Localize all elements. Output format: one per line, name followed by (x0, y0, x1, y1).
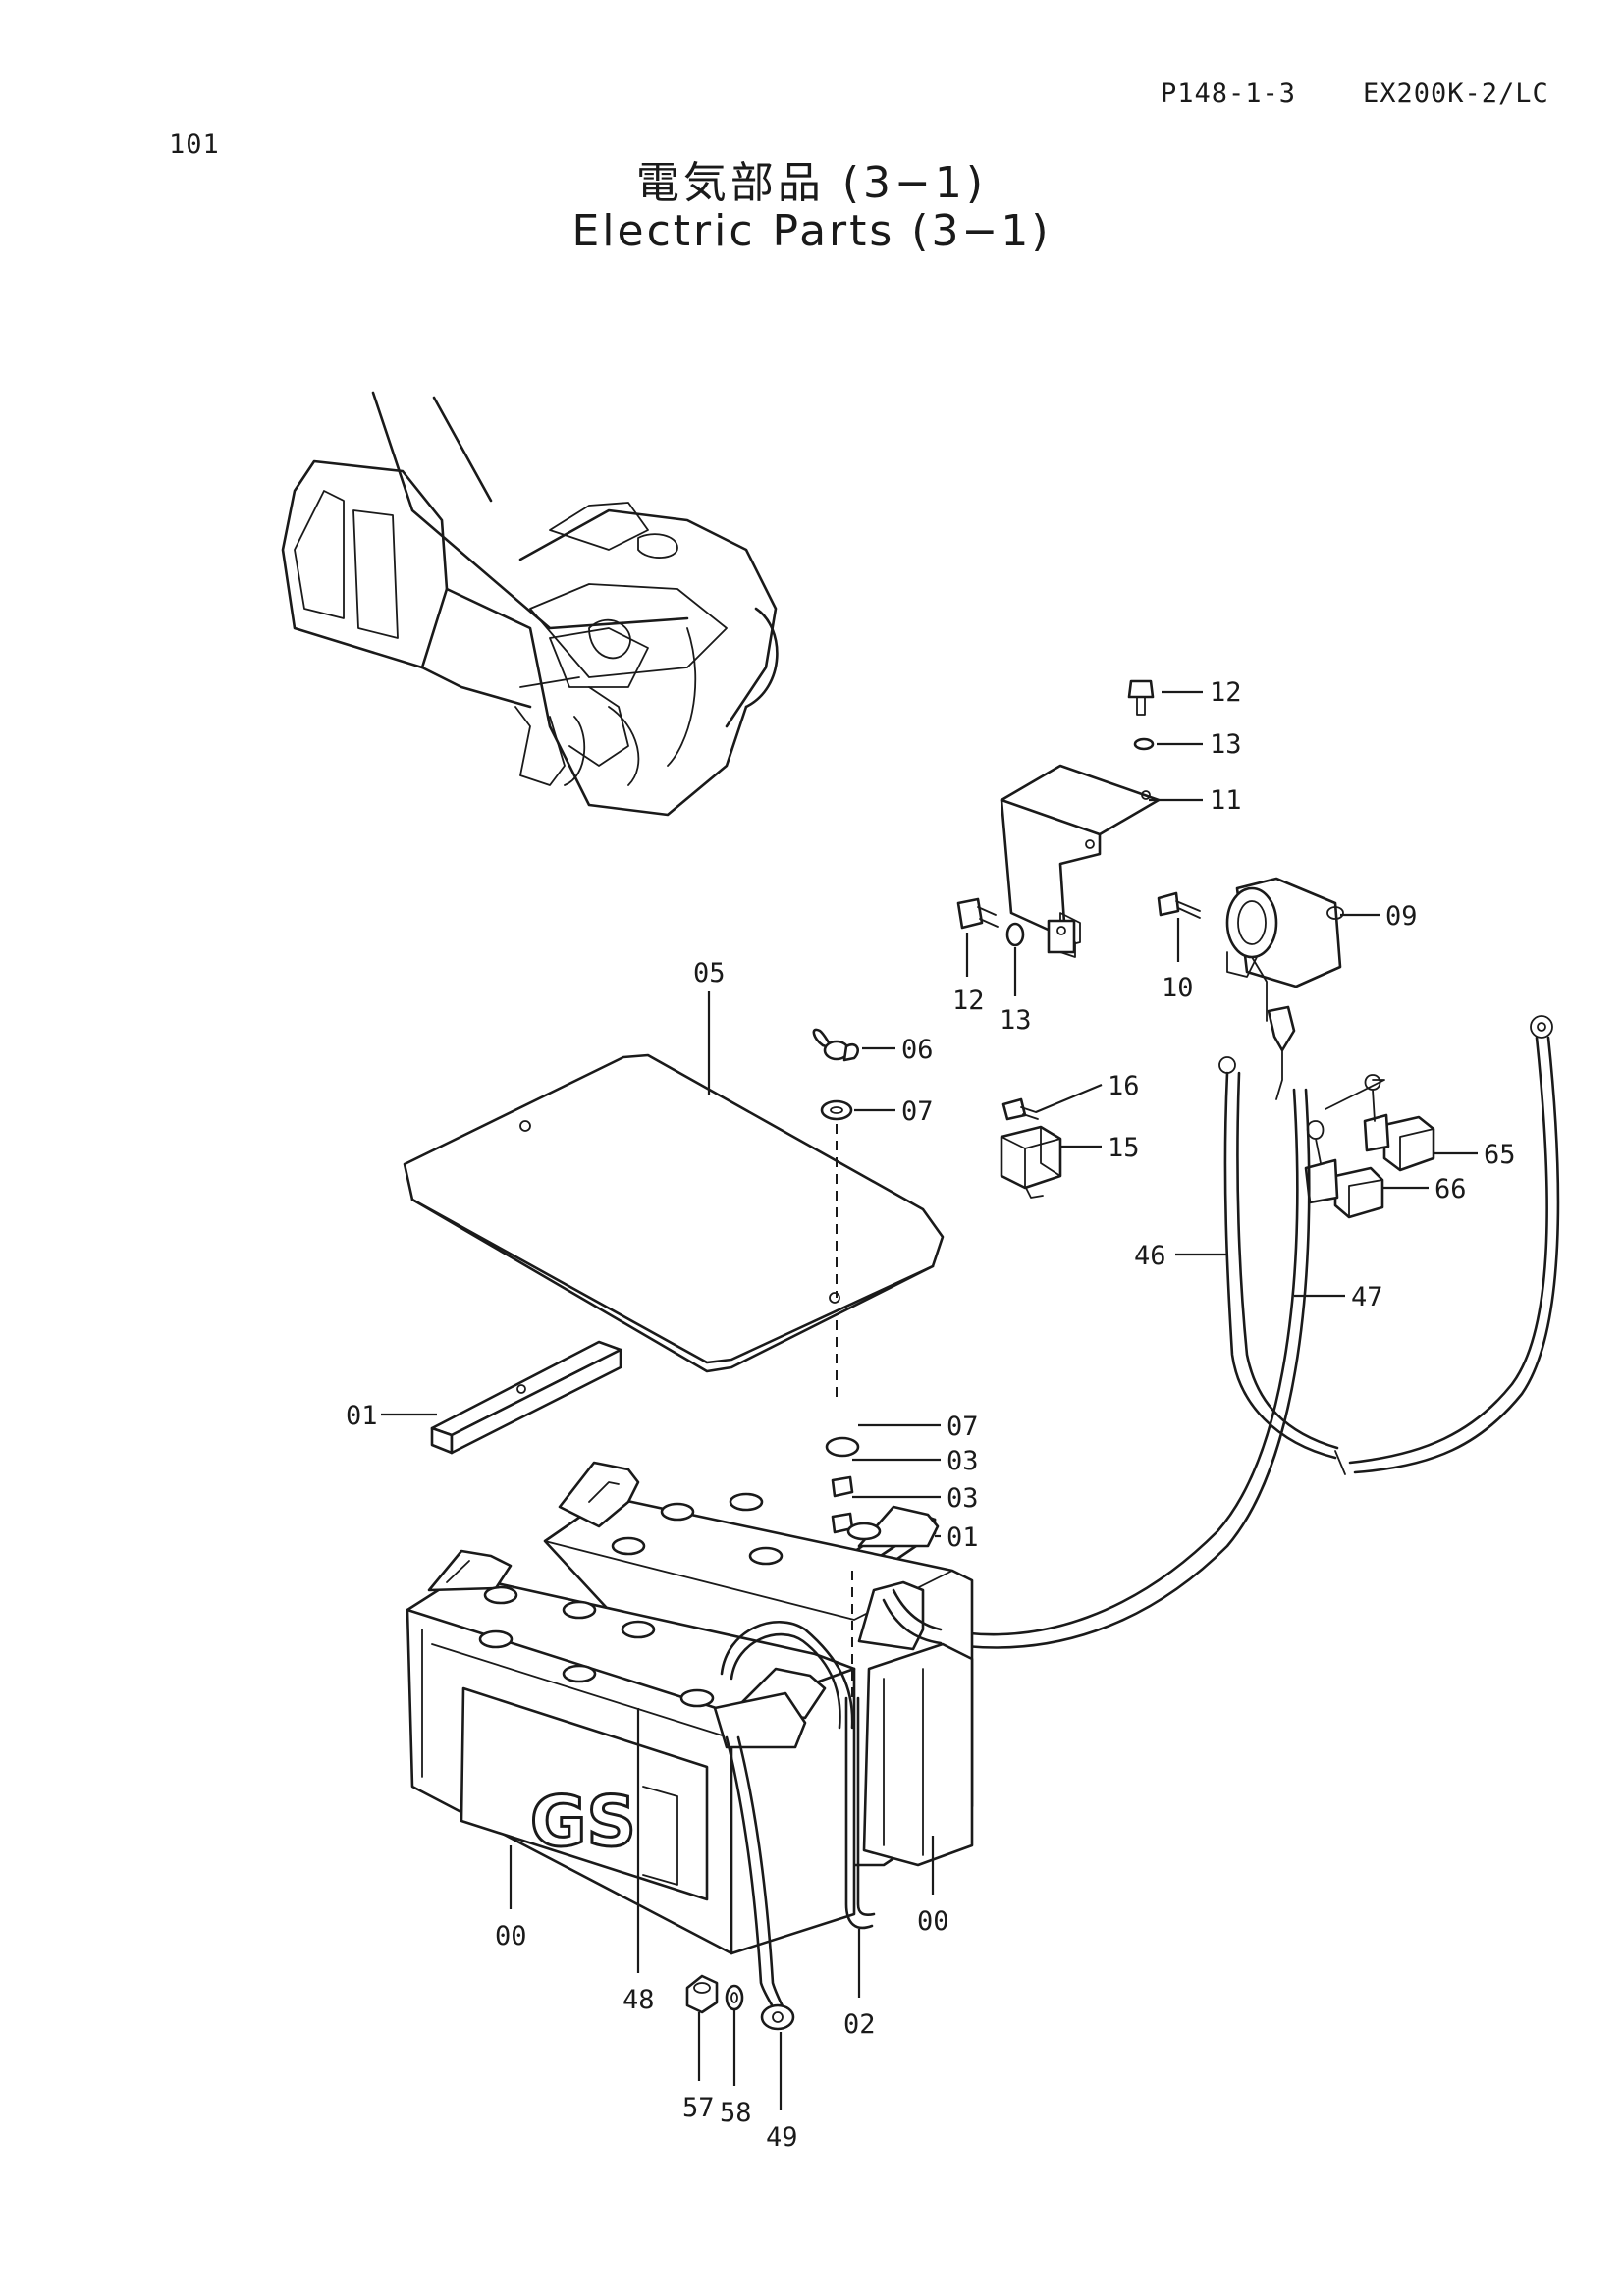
battery-brand-label: GS (530, 1782, 636, 1862)
callout-66: 66 (1434, 1174, 1467, 1204)
callout-48: 48 (622, 1985, 655, 2015)
page-code: P148-1-3 (1161, 79, 1297, 109)
callout-labels: 12 13 11 09 12 13 10 05 06 07 16 15 65 6… (346, 677, 1516, 2153)
callout-57: 57 (682, 2093, 715, 2123)
callout-10: 10 (1162, 973, 1194, 1003)
callout-12: 12 (952, 986, 985, 1016)
callout-03: 03 (947, 1446, 979, 1476)
callout-05: 05 (693, 958, 726, 988)
callout-46: 46 (1134, 1241, 1166, 1271)
page-title-english: Electric Parts (3−1) (571, 206, 1052, 256)
connecting-cables (720, 1571, 943, 2031)
callout-01: 01 (947, 1522, 979, 1553)
callout-06: 06 (901, 1035, 934, 1065)
callout-58: 58 (720, 2098, 752, 2128)
callout-16: 16 (1108, 1071, 1140, 1101)
callout-13: 13 (1210, 729, 1242, 760)
battery-front: GS (406, 1549, 856, 1955)
excavator-overview-illustration (281, 391, 779, 817)
callout-09: 09 (1385, 901, 1418, 932)
wing-nut-and-washer (812, 1028, 859, 1404)
callout-12: 12 (1210, 677, 1242, 708)
callout-00: 00 (917, 1906, 949, 1937)
callout-03: 03 (947, 1483, 979, 1514)
page-number: 101 (169, 130, 220, 160)
battery-cables (941, 1015, 1560, 1649)
callout-65: 65 (1484, 1140, 1516, 1170)
terminal-nut-and-washer (685, 1974, 744, 2014)
battery-relay (1157, 877, 1344, 1022)
callout-01: 01 (346, 1401, 378, 1431)
callout-49: 49 (766, 2122, 798, 2153)
fusible-link (1000, 1097, 1062, 1199)
leader-lines (381, 690, 1478, 2110)
callout-00: 00 (495, 1921, 527, 1951)
callout-47: 47 (1351, 1282, 1383, 1312)
model-code: EX200K-2/LC (1363, 79, 1549, 109)
callout-07: 07 (901, 1096, 934, 1127)
callout-07: 07 (947, 1412, 979, 1442)
callout-11: 11 (1210, 785, 1242, 816)
callout-13: 13 (1000, 1005, 1032, 1036)
page-title-japanese: 電気部品 (3−1) (635, 158, 988, 208)
hold-down-bar-upper (430, 1340, 622, 1455)
callout-15: 15 (1108, 1133, 1140, 1163)
battery-cover (403, 1053, 945, 1373)
terminals (1267, 1005, 1435, 1219)
callout-02: 02 (843, 2009, 876, 2040)
bracket-assembly (956, 679, 1161, 958)
